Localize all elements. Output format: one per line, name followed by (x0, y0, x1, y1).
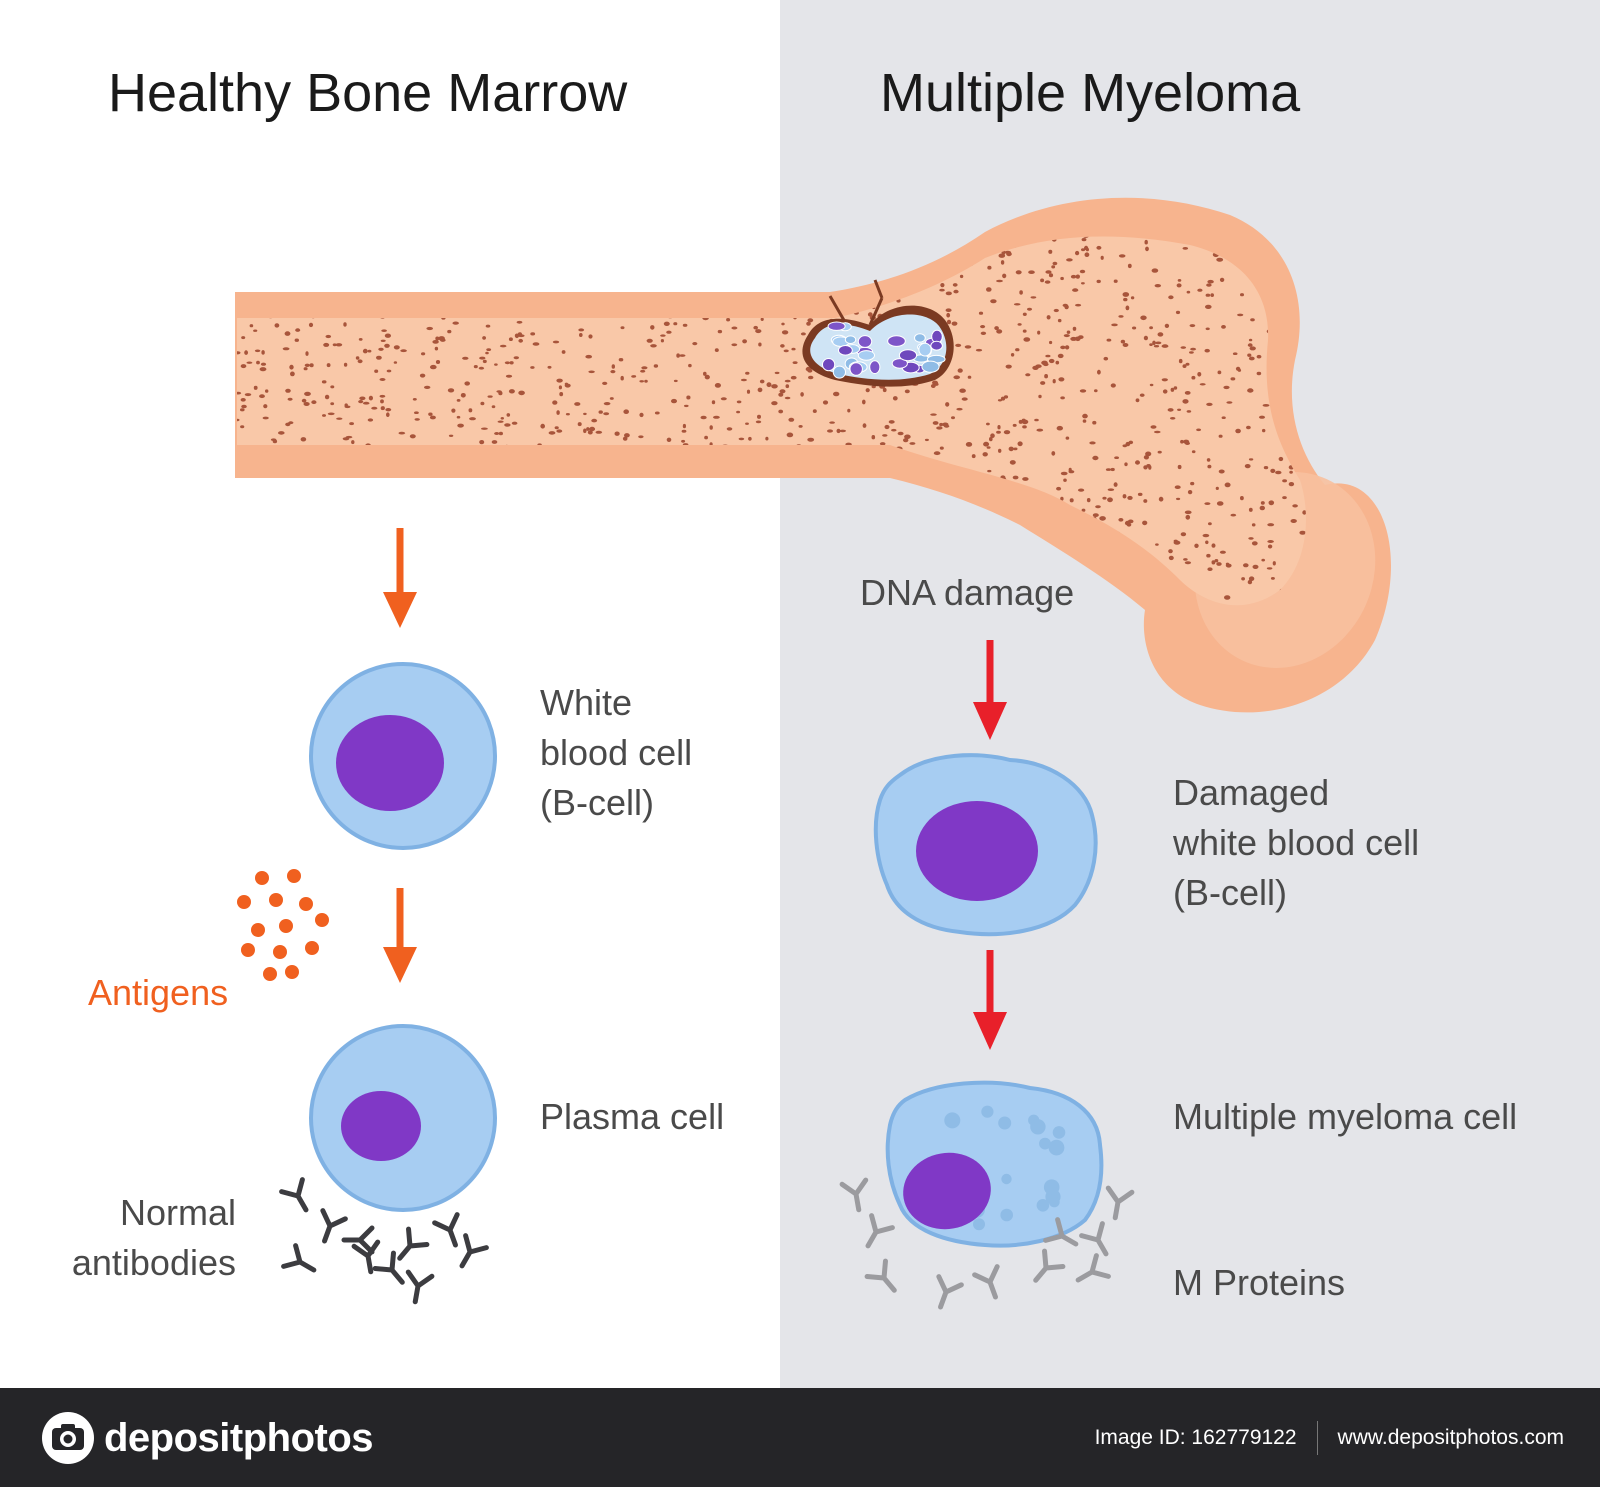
white-blood-cell-illustration (309, 662, 497, 850)
label-line: White (540, 682, 633, 723)
arrow-bone-to-bcell (383, 528, 417, 628)
label-line: (B-cell) (1173, 872, 1287, 913)
camera-icon (42, 1412, 94, 1464)
label-m-proteins: M Proteins (1173, 1262, 1346, 1303)
tumor-lesion (802, 279, 954, 387)
label-line: white blood cell (1173, 822, 1420, 863)
myeloma-cell-illustration (885, 1080, 1104, 1248)
image-id: Image ID: 162779122 (1094, 1426, 1297, 1449)
plasma-cell-illustration (309, 1024, 497, 1212)
label-normal-antibodies: Normal antibodies (40, 1188, 236, 1288)
label-line: (B-cell) (540, 782, 654, 823)
label-plasma-cell: Plasma cell (540, 1096, 725, 1137)
brand-name: depositphotos (104, 1415, 374, 1460)
diagram-artwork (235, 197, 1391, 1310)
label-line: blood cell (540, 732, 693, 773)
website-link[interactable]: www.depositphotos.com (1337, 1426, 1564, 1449)
footer-divider (1316, 1421, 1318, 1455)
label-white-blood-cell: White blood cell (B-cell) (540, 678, 692, 828)
label-line: Normal (119, 1192, 236, 1233)
label-dna-damage: DNA damage (860, 572, 1075, 613)
antigen-particles (237, 869, 329, 981)
normal-antibodies-illustration (279, 1177, 489, 1305)
bone-marrow-area (237, 236, 1306, 606)
m-proteins-illustration (839, 1177, 1135, 1310)
footer-bar: depositphotos Image ID: 162779122 www.de… (0, 1388, 1600, 1487)
arrow-damaged-to-myeloma (973, 950, 1007, 1050)
arrow-dna-damage (973, 640, 1007, 740)
footer-info: Image ID: 162779122 www.depositphotos.co… (1095, 1418, 1564, 1458)
brand-logo[interactable]: depositphotos (40, 1410, 374, 1466)
title-healthy-bone-marrow: Healthy Bone Marrow (108, 63, 628, 123)
title-multiple-myeloma: Multiple Myeloma (880, 63, 1301, 123)
label-damaged-cell: Damaged white blood cell (B-cell) (1173, 768, 1419, 918)
label-line: antibodies (71, 1242, 236, 1283)
arrow-bcell-to-plasma (383, 888, 417, 983)
damaged-cell-illustration (873, 753, 1098, 937)
label-myeloma-cell: Multiple myeloma cell (1173, 1096, 1518, 1137)
label-antigens: Antigens (88, 972, 229, 1013)
label-line: Damaged (1173, 772, 1330, 813)
